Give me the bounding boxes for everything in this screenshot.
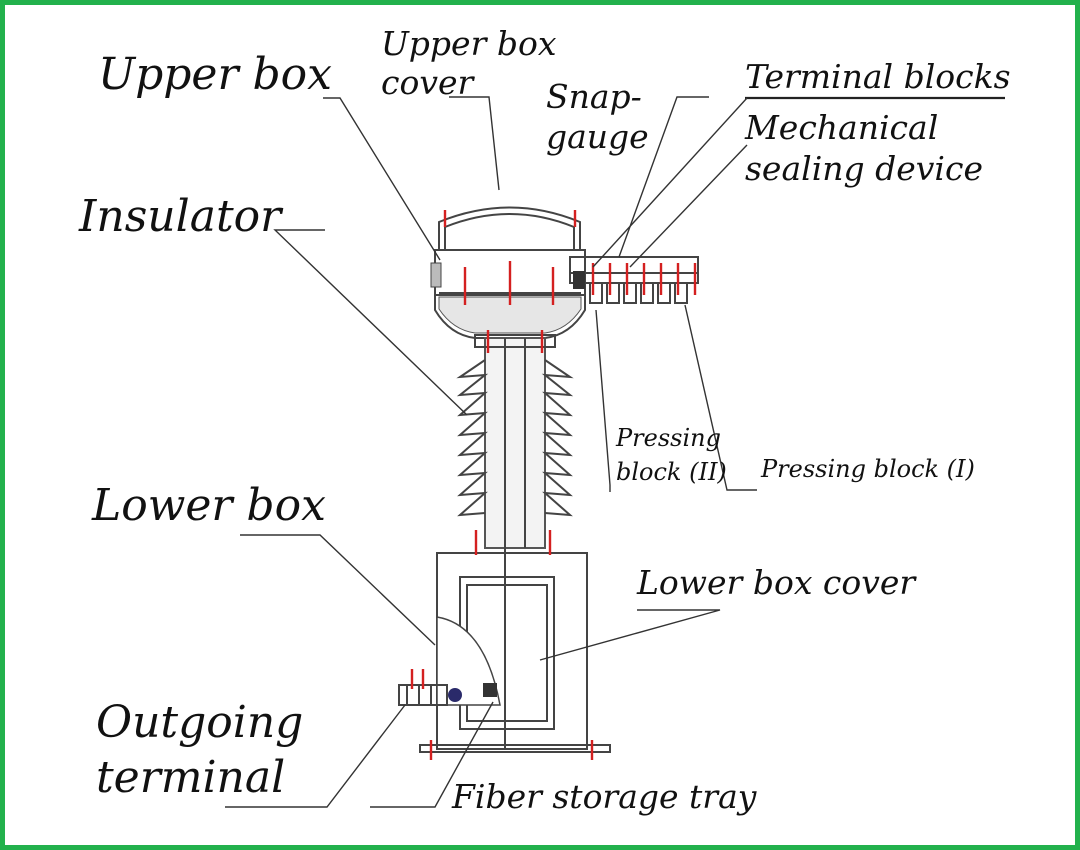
leader-outgoing-terminal	[225, 704, 406, 808]
leader-upper-box-cover	[449, 96, 500, 191]
leader-mech-seal	[629, 144, 748, 268]
label-upper-box-cover-line2: cover	[381, 63, 476, 102]
label-outgoing-terminal-line1: Outgoing	[96, 697, 303, 748]
leader-upper-box	[323, 97, 441, 261]
equipment-drawing	[398, 206, 699, 760]
lower-box	[398, 545, 611, 753]
label-lower-box-cover: Lower box cover	[636, 563, 917, 602]
label-pressing-block-ii-line2: block (II)	[616, 458, 727, 486]
leader-fiber-storage-tray	[370, 701, 494, 808]
label-mech-seal-line1: Mechanical	[744, 108, 938, 147]
leader-lower-box-cover	[539, 609, 721, 661]
red-bolts	[410, 210, 697, 760]
label-insulator: Insulator	[78, 191, 284, 242]
leader-lines	[225, 96, 1005, 808]
upper-box	[430, 206, 586, 339]
leader-lower-box	[240, 534, 436, 646]
label-pressing-block-ii-line1: Pressing	[615, 424, 721, 452]
leader-insulator	[273, 229, 468, 416]
label-snap-gauge-line2: gauge	[546, 117, 649, 156]
leader-pressing-block-i	[684, 304, 757, 491]
label-mech-seal-line2: sealing device	[745, 149, 983, 188]
label-upper-box-cover-line1: Upper box	[381, 24, 557, 63]
transformer-diagram: Upper box Upper box cover Snap- gauge Te…	[78, 24, 1011, 816]
label-terminal-blocks: Terminal blocks	[745, 57, 1011, 96]
label-lower-box: Lower box	[91, 480, 326, 531]
leader-pressing-block-ii	[595, 309, 611, 492]
label-pressing-block-i: Pressing block (I)	[760, 455, 975, 483]
terminal-block-assembly	[569, 256, 699, 304]
label-snap-gauge-line1: Snap-	[546, 77, 642, 116]
label-outgoing-terminal-line2: terminal	[96, 752, 285, 803]
leader-snap-gauge	[618, 96, 709, 258]
insulator-body	[456, 334, 574, 549]
label-fiber-storage-tray: Fiber storage tray	[451, 777, 757, 816]
leader-terminal-blocks	[592, 97, 748, 268]
labels: Upper box Upper box cover Snap- gauge Te…	[78, 24, 1011, 816]
label-upper-box: Upper box	[98, 49, 332, 100]
